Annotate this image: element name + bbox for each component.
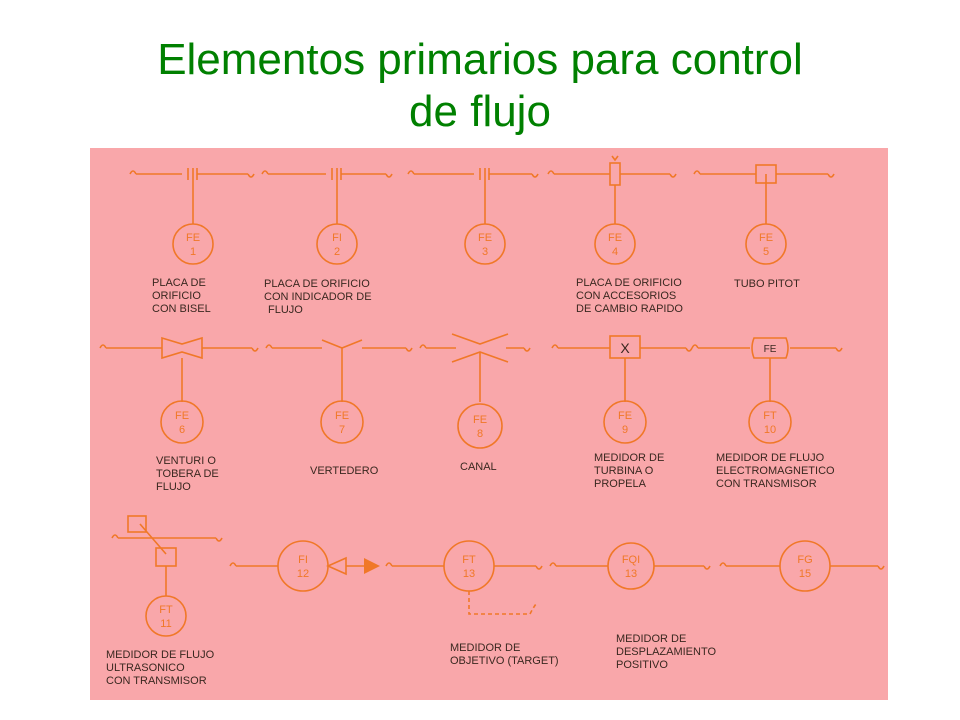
tag-14: FQI bbox=[622, 554, 640, 566]
bubble-9 bbox=[603, 400, 647, 444]
bubble-2 bbox=[316, 223, 358, 265]
num-13: 13 bbox=[463, 568, 475, 580]
tag-9: FE bbox=[618, 410, 632, 422]
bubble-6 bbox=[160, 400, 204, 444]
num-15: 15 bbox=[799, 568, 811, 580]
num-10: 10 bbox=[764, 424, 776, 436]
pipe-3 bbox=[407, 168, 539, 180]
tag-8: FE bbox=[473, 414, 487, 426]
pipe-13 bbox=[385, 562, 543, 570]
ultrasonic-sensor-upper bbox=[127, 515, 147, 533]
pipe-5 bbox=[693, 170, 835, 178]
turbine-box-label: X bbox=[620, 340, 630, 356]
bubble-1 bbox=[172, 223, 214, 265]
pipe-11 bbox=[111, 534, 223, 542]
instrument-descriptions: PLACA DE ORIFICIO CON BISEL PLACA DE ORI… bbox=[106, 277, 838, 687]
tag-4: FE bbox=[608, 232, 622, 244]
pipe-2 bbox=[261, 168, 393, 180]
pipe-9 bbox=[551, 344, 693, 352]
pipe-14 bbox=[549, 562, 711, 570]
piping-lines bbox=[99, 155, 885, 615]
bubble-4 bbox=[594, 223, 636, 265]
pipe-4 bbox=[547, 170, 677, 178]
flow-elements-diagram: FE 1 FI 2 FE 3 FE 4 FE 5 FE 6 FE 7 FE 8 … bbox=[90, 148, 888, 700]
bubble-12 bbox=[277, 540, 329, 592]
pipe-10 bbox=[691, 344, 843, 352]
bubble-14 bbox=[607, 542, 655, 590]
pipe-15 bbox=[719, 562, 885, 570]
bubble-8 bbox=[457, 403, 503, 449]
bubble-5 bbox=[745, 223, 787, 265]
magmeter-body bbox=[751, 337, 789, 359]
diagram-panel bbox=[90, 148, 888, 700]
instrument-tags: FE 1 FI 2 FE 3 FE 4 FE 5 FE 6 FE 7 FE 8 … bbox=[159, 232, 812, 630]
flow-arrow-icon bbox=[364, 558, 380, 574]
num-14: 13 bbox=[625, 568, 637, 580]
desc-10: MEDIDOR DE FLUJO ELECTROMAGNETICO CON TR… bbox=[716, 452, 838, 490]
bubble-11 bbox=[145, 595, 187, 637]
desc-1: PLACA DE ORIFICIO CON BISEL bbox=[152, 277, 211, 315]
tag-12: FI bbox=[298, 554, 308, 566]
num-6: 6 bbox=[179, 424, 185, 436]
num-9: 9 bbox=[622, 424, 628, 436]
title-line-1: Elementos primarios para control bbox=[157, 35, 803, 84]
bubble-15 bbox=[779, 540, 831, 592]
tag-2: FI bbox=[332, 232, 342, 244]
desc-5: TUBO PITOT bbox=[734, 278, 800, 290]
bubble-13 bbox=[443, 540, 495, 592]
desc-4: PLACA DE ORIFICIO CON ACCESORIOS DE CAMB… bbox=[576, 277, 685, 315]
num-1: 1 bbox=[190, 246, 196, 258]
tag-13: FT bbox=[462, 554, 476, 566]
tag-1: FE bbox=[186, 232, 200, 244]
fitting-marker bbox=[611, 155, 619, 162]
num-8: 8 bbox=[477, 428, 483, 440]
tag-5: FE bbox=[759, 232, 773, 244]
pipe-6 bbox=[99, 336, 259, 360]
num-11: 11 bbox=[160, 618, 171, 630]
num-4: 4 bbox=[612, 246, 618, 258]
desc-13: MEDIDOR DE OBJETIVO (TARGET) bbox=[450, 642, 559, 667]
tag-10: FT bbox=[763, 410, 777, 422]
desc-7: VERTEDERO bbox=[310, 465, 379, 477]
instrument-bubbles bbox=[145, 223, 831, 637]
num-5: 5 bbox=[763, 246, 769, 258]
bubble-3 bbox=[464, 223, 506, 265]
bubble-7 bbox=[320, 400, 364, 444]
num-7: 7 bbox=[339, 424, 345, 436]
slide-title: Elementos primarios para control de fluj… bbox=[0, 34, 960, 138]
num-12: 12 bbox=[297, 568, 309, 580]
desc-2: PLACA DE ORIFICIO CON INDICADOR DE FLUJO bbox=[264, 278, 375, 316]
num-2: 2 bbox=[334, 246, 340, 258]
ultrasonic-beam bbox=[139, 523, 167, 596]
desc-11: MEDIDOR DE FLUJO ULTRASONICO CON TRANSMI… bbox=[106, 649, 217, 687]
desc-8: CANAL bbox=[460, 461, 497, 473]
signal-12 bbox=[326, 556, 364, 576]
magmeter-box-label: FE bbox=[764, 344, 777, 355]
pipe-1 bbox=[129, 168, 255, 180]
desc-14: MEDIDOR DE DESPLAZAMIENTO POSITIVO bbox=[616, 633, 719, 671]
target-line bbox=[468, 591, 537, 615]
tag-11: FT bbox=[159, 604, 173, 616]
pipe-12 bbox=[229, 562, 278, 567]
title-line-2: de flujo bbox=[409, 87, 551, 136]
tag-6: FE bbox=[175, 410, 189, 422]
tag-7: FE bbox=[335, 410, 349, 422]
tag-15: FG bbox=[797, 554, 812, 566]
num-3: 3 bbox=[482, 246, 488, 258]
desc-6: VENTURI O TOBERA DE FLUJO bbox=[156, 455, 222, 493]
bubble-10 bbox=[748, 400, 792, 444]
tag-3: FE bbox=[478, 232, 492, 244]
desc-9: MEDIDOR DE TURBINA O PROPELA bbox=[594, 452, 667, 490]
